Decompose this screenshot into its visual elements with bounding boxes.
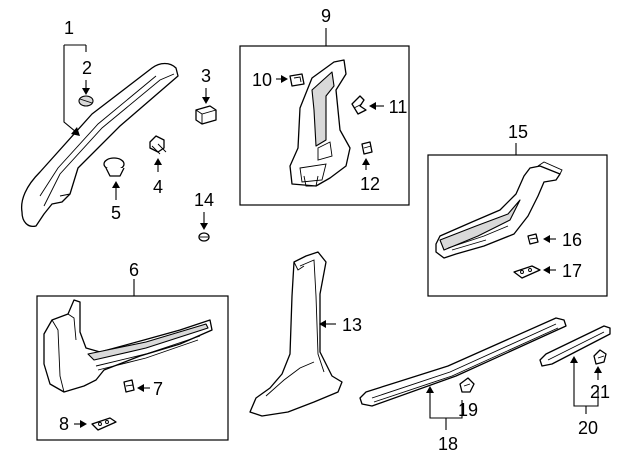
part-16-clip [527,233,556,245]
callout-1: 1 [64,18,74,38]
callout-4: 4 [153,177,163,197]
part-14-clip [198,212,210,242]
callout-11: 11 [389,97,408,117]
callout-15: 15 [508,122,528,142]
callout-2: 2 [82,58,92,78]
part-21-clip [593,349,607,380]
part-10-clip [276,73,305,87]
part-9-center-pillar-upper-trim [289,28,351,187]
callout-10: 10 [252,70,272,90]
callout-3: 3 [201,66,211,86]
group-box-6 [36,295,229,441]
callout-14: 14 [194,190,214,210]
callout-19: 19 [458,400,478,420]
part-6-front-door-sill-trim [43,279,213,393]
part-3-clip [195,88,217,125]
callout-16: 16 [562,230,582,250]
part-7-clip [123,379,150,393]
part-4-bolt [149,135,167,172]
callout-18: 18 [438,434,458,454]
callout-5: 5 [111,203,121,223]
callout-8: 8 [59,414,69,434]
part-1-windshield-pillar-trim [20,62,179,228]
part-19-clip [459,377,475,393]
callout-20: 20 [578,418,598,438]
part-12-clip [361,141,373,170]
part-5-push-pin [103,157,125,200]
callout-7: 7 [153,379,163,399]
part-13-center-pillar-lower-trim [249,251,343,417]
part-2-clip [78,80,94,107]
group-box-9 [239,45,410,206]
part-15-rear-door-sill-trim [435,143,563,259]
group-box-15 [427,154,608,297]
part-18-front-scuff-plate [359,317,567,430]
callout-13: 13 [342,315,362,335]
part-20-rear-scuff-plate [539,325,611,414]
leader-1 [63,44,87,136]
part-11-clip [351,95,384,115]
callout-12: 12 [360,174,380,194]
part-17-bracket [513,265,556,279]
callout-9: 9 [321,6,331,26]
part-8-bracket [74,417,117,431]
callout-17: 17 [562,261,582,281]
callout-21: 21 [590,382,610,402]
callout-6: 6 [129,260,139,280]
